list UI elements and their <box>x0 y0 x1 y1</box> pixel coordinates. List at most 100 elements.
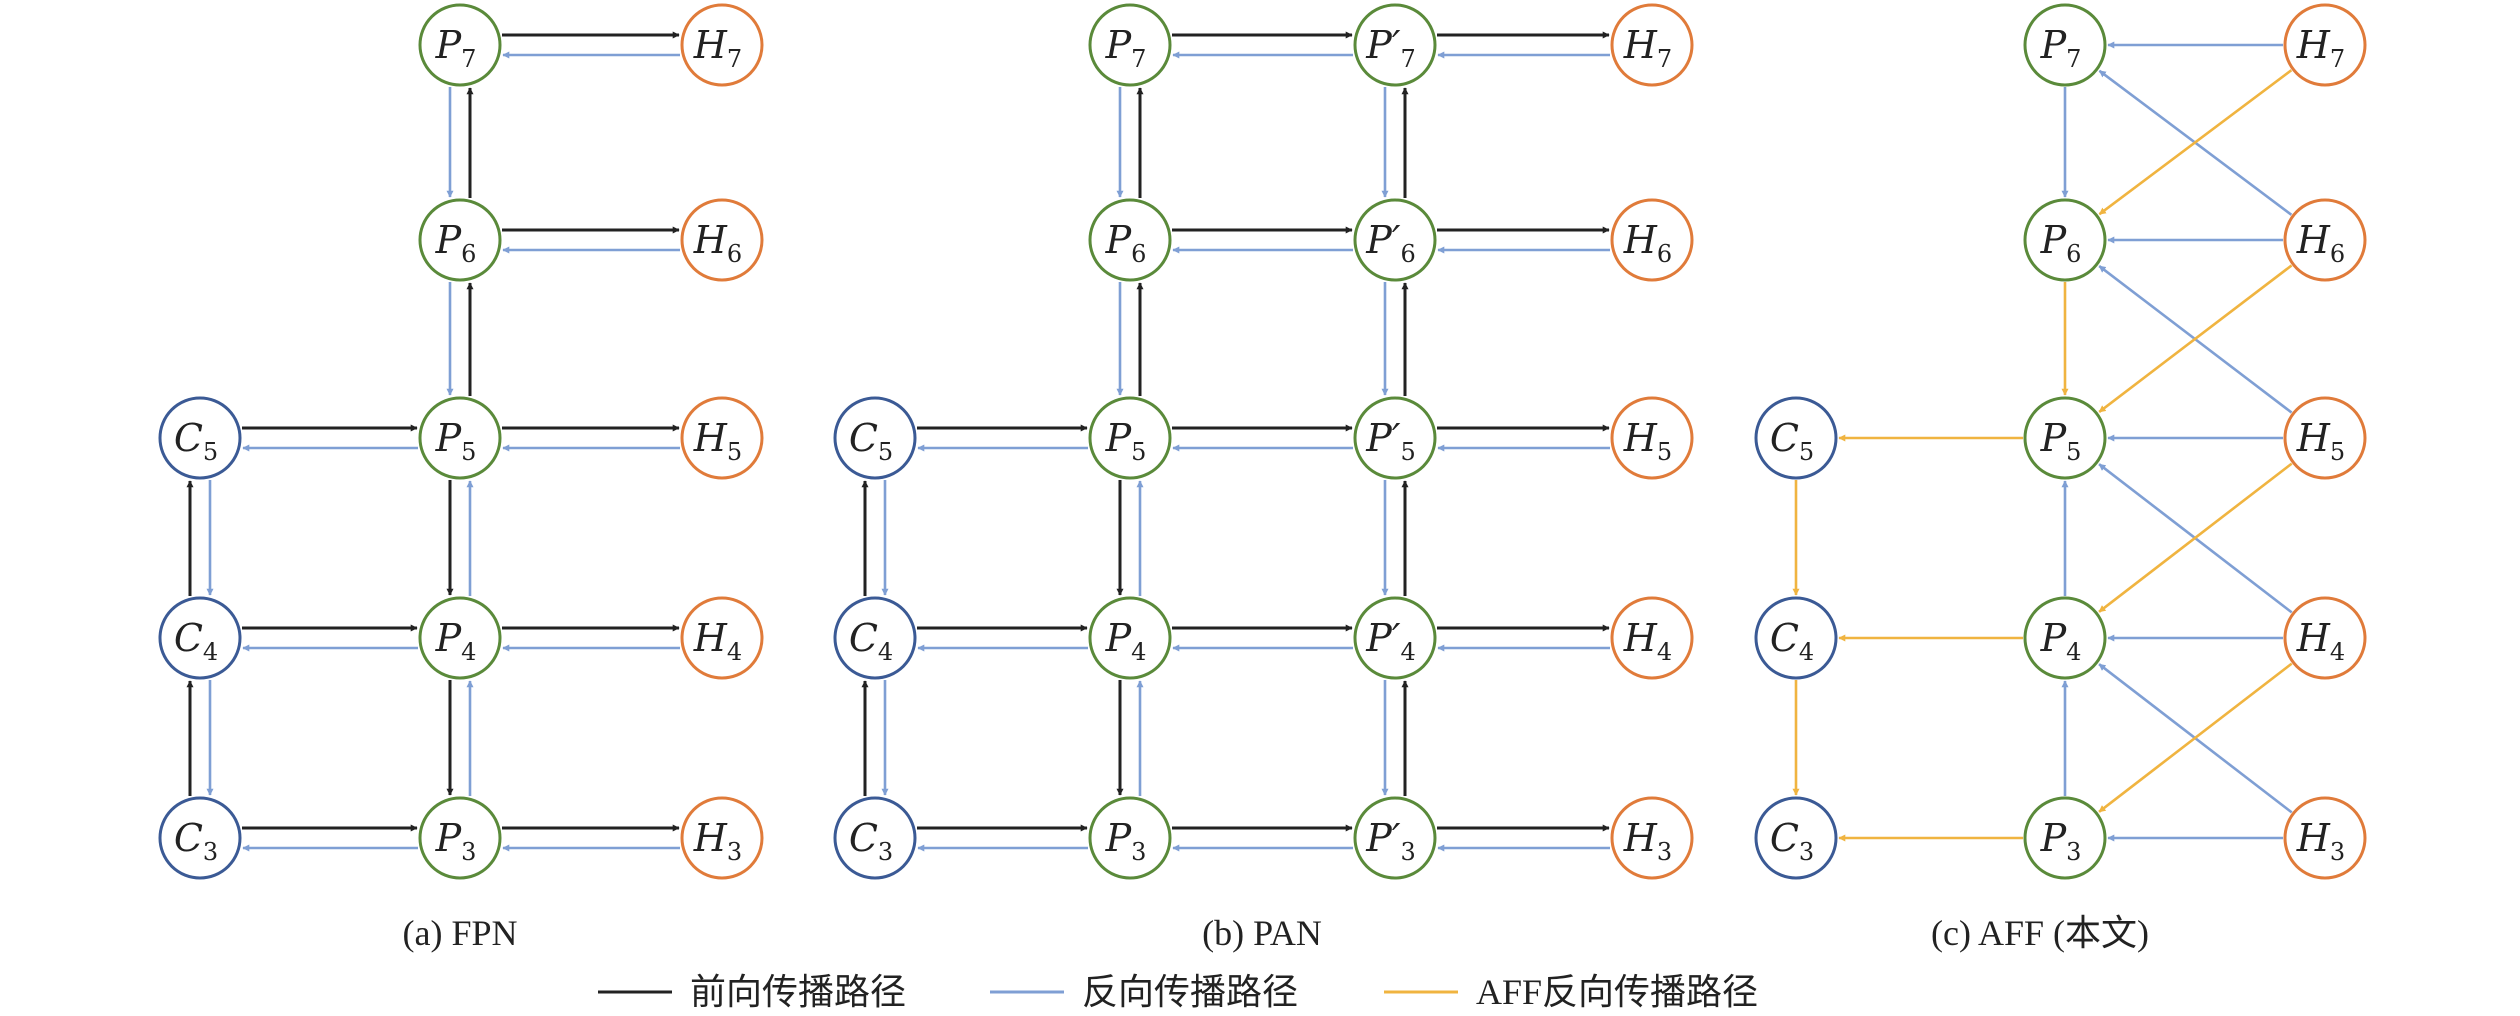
node-circle <box>2023 198 2107 282</box>
node-circle <box>1610 396 1694 480</box>
node-h6: H6 <box>1610 198 1694 282</box>
node-label: H4 <box>693 616 742 666</box>
node-label: P5 <box>2040 416 2082 466</box>
node-circle <box>680 796 764 880</box>
node-c4: C4 <box>1754 596 1838 680</box>
node-circle <box>2283 596 2367 680</box>
panel-pan: C3C4C5P3P4P5P6P7P′3P′4P′5P′6P′7H3H4H5H6H… <box>833 3 1694 880</box>
node-h3: H3 <box>680 796 764 880</box>
node-c5: C5 <box>158 396 242 480</box>
node-h6: H6 <box>2283 198 2367 282</box>
node-circle <box>1088 198 1172 282</box>
edge-aff-H5-P4 <box>2098 462 2293 613</box>
node-circle <box>2283 796 2367 880</box>
node-circle <box>2023 396 2107 480</box>
node-label: C5 <box>1770 416 1814 466</box>
node-p3: P3 <box>1088 796 1172 880</box>
node-h7: H7 <box>1610 3 1694 87</box>
node-label: H6 <box>2296 218 2345 268</box>
node-circle <box>418 3 502 87</box>
node-circle <box>1088 796 1172 880</box>
node-label: H7 <box>1623 23 1672 73</box>
node-circle <box>680 396 764 480</box>
node-circle <box>2023 3 2107 87</box>
node-pp5: P′5 <box>1353 396 1437 480</box>
node-label: P′7 <box>1365 23 1415 73</box>
node-label: C3 <box>849 816 893 866</box>
node-circle <box>158 796 242 880</box>
node-label: P′3 <box>1365 816 1415 866</box>
node-h4: H4 <box>1610 596 1694 680</box>
legend-forward-label: 前向传播路径 <box>690 972 906 1012</box>
node-circle <box>833 396 917 480</box>
node-circle <box>1610 796 1694 880</box>
node-label: P4 <box>2040 616 2082 666</box>
node-label: P5 <box>1105 416 1147 466</box>
node-label: P4 <box>1105 616 1147 666</box>
node-label: H4 <box>2296 616 2345 666</box>
node-label: C3 <box>174 816 218 866</box>
node-h3: H3 <box>1610 796 1694 880</box>
node-h5: H5 <box>2283 396 2367 480</box>
node-circle <box>2283 198 2367 282</box>
node-pp3: P′3 <box>1353 796 1437 880</box>
node-label: P′4 <box>1365 616 1415 666</box>
node-c3: C3 <box>833 796 917 880</box>
node-circle <box>1754 796 1838 880</box>
node-label: P4 <box>435 616 477 666</box>
node-label: P3 <box>1105 816 1147 866</box>
node-label: P′5 <box>1365 416 1415 466</box>
node-circle <box>833 596 917 680</box>
node-p3: P3 <box>2023 796 2107 880</box>
node-circle <box>418 796 502 880</box>
node-circle <box>680 3 764 87</box>
node-label: P7 <box>2040 23 2082 73</box>
node-h5: H5 <box>680 396 764 480</box>
node-label: H6 <box>693 218 742 268</box>
node-h4: H4 <box>2283 596 2367 680</box>
node-p6: P6 <box>1088 198 1172 282</box>
edge-aff-H7-P6 <box>2098 69 2293 216</box>
node-circle <box>1353 796 1437 880</box>
node-p7: P7 <box>2023 3 2107 87</box>
node-p7: P7 <box>418 3 502 87</box>
node-label: P3 <box>2040 816 2082 866</box>
node-pp4: P′4 <box>1353 596 1437 680</box>
node-circle <box>418 396 502 480</box>
node-label: H3 <box>1623 816 1672 866</box>
node-circle <box>158 396 242 480</box>
node-circle <box>1754 596 1838 680</box>
node-p6: P6 <box>418 198 502 282</box>
node-label: H6 <box>1623 218 1672 268</box>
node-label: P6 <box>1105 218 1147 268</box>
node-p5: P5 <box>2023 396 2107 480</box>
node-c5: C5 <box>1754 396 1838 480</box>
caption-aff: (c) AFF (本文) <box>1931 913 2149 953</box>
node-circle <box>1610 596 1694 680</box>
node-circle <box>2283 3 2367 87</box>
node-circle <box>1353 198 1437 282</box>
node-c3: C3 <box>158 796 242 880</box>
node-label: H7 <box>2296 23 2345 73</box>
node-circle <box>418 198 502 282</box>
node-circle <box>1610 198 1694 282</box>
node-circle <box>2023 796 2107 880</box>
caption-pan: (b) PAN <box>1202 913 1322 953</box>
node-c5: C5 <box>833 396 917 480</box>
node-circle <box>680 198 764 282</box>
node-pp7: P′7 <box>1353 3 1437 87</box>
node-label: P3 <box>435 816 477 866</box>
node-circle <box>418 596 502 680</box>
legend-aff-label: AFF反向传播路径 <box>1476 972 1758 1012</box>
node-label: P6 <box>435 218 477 268</box>
node-circle <box>680 596 764 680</box>
node-p5: P5 <box>1088 396 1172 480</box>
node-p7: P7 <box>1088 3 1172 87</box>
node-pp6: P′6 <box>1353 198 1437 282</box>
node-label: H4 <box>1623 616 1672 666</box>
node-circle <box>2023 596 2107 680</box>
node-circle <box>1088 396 1172 480</box>
node-c4: C4 <box>833 596 917 680</box>
node-c4: C4 <box>158 596 242 680</box>
